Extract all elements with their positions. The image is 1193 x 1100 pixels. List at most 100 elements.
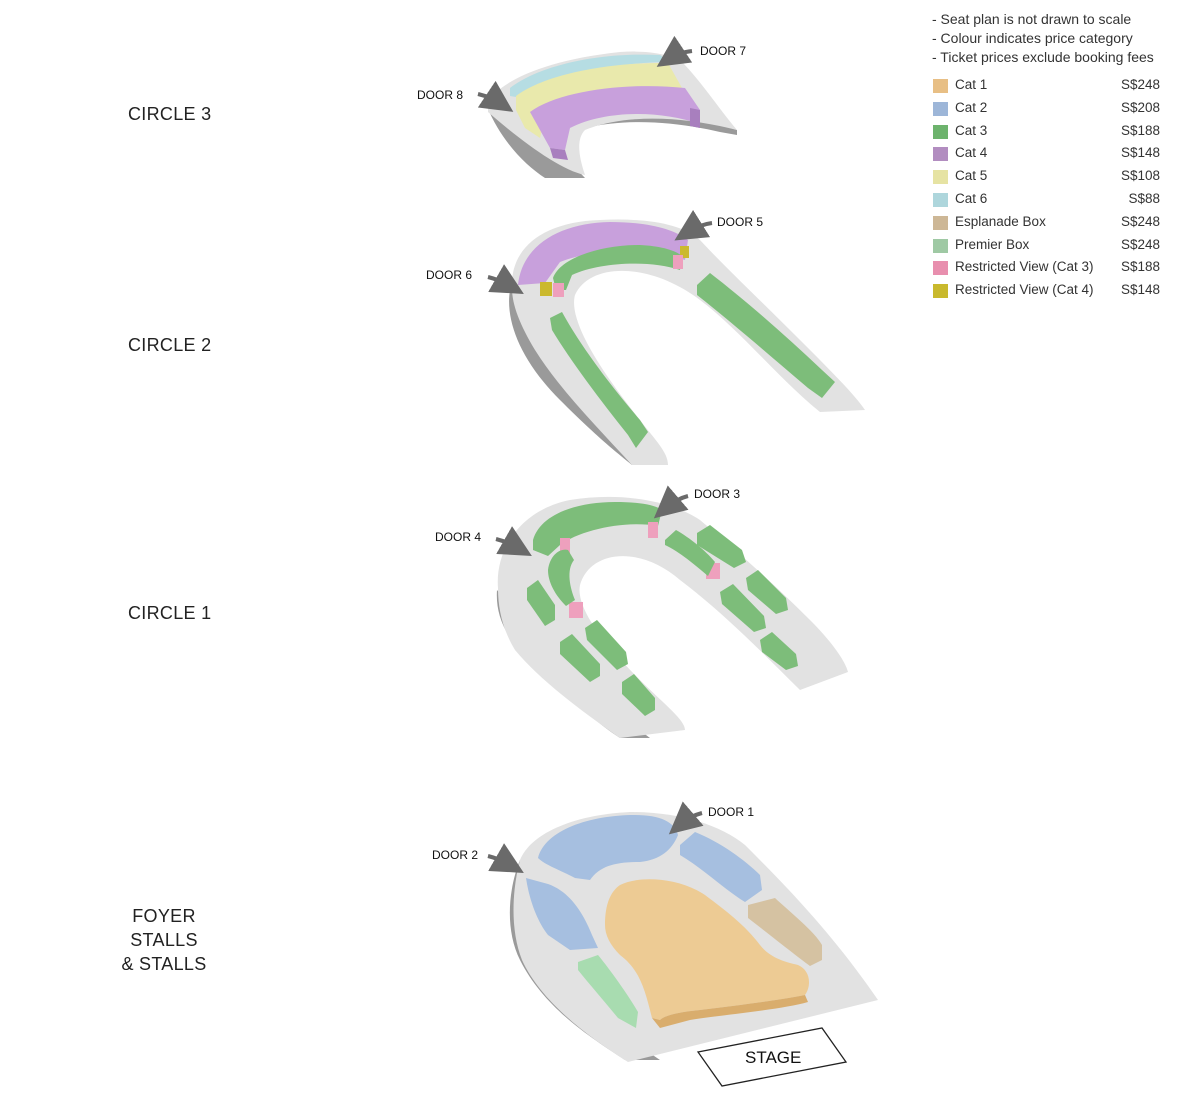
door-7-arrow: [656, 35, 693, 67]
door-6-label: DOOR 6: [426, 268, 473, 282]
level-label-circle-3: CIRCLE 3: [128, 104, 212, 124]
door-arrows: [477, 35, 713, 873]
legend-swatch: [933, 238, 948, 253]
legend-label: Cat 2: [955, 99, 988, 115]
legend-row: Restricted View (Cat 4) S$148: [932, 281, 1162, 304]
legend-label: Cat 3: [955, 122, 988, 138]
circle-1-cat3-block-7: [746, 570, 788, 614]
circle-1-cat3-arc: [533, 502, 662, 556]
door-6-arrow: [487, 264, 524, 294]
door-1-arrow: [668, 801, 704, 835]
circle-1-cat3-block-6: [720, 584, 766, 632]
legend-price: S$248: [1120, 77, 1160, 92]
legend-swatch: [933, 147, 948, 162]
legend-price: S$188: [1120, 259, 1160, 275]
legend-price: S$148: [1120, 282, 1160, 298]
legend-row: Cat 2 S$208: [932, 99, 1162, 122]
note-not-to-scale: - Seat plan is not drawn to scale: [932, 11, 1132, 27]
legend-label: Cat 1: [955, 77, 988, 92]
circle-1-cat3-block-1: [527, 580, 555, 626]
legend-row: Cat 4 S$148: [932, 144, 1162, 167]
price-legend: Cat 1 S$248 Cat 2 S$208 Cat 3 S$188 Cat …: [932, 76, 1162, 304]
circle-3-cat4-side: [550, 108, 700, 160]
circle-3-cat4: [530, 86, 700, 150]
legend-price: S$248: [1120, 213, 1160, 229]
circle-1-cat3-ring-left: [548, 549, 575, 606]
circle-2-restricted-cat3: [553, 283, 564, 297]
circle-2-floor: [511, 219, 865, 465]
stalls-cat1: [605, 879, 810, 1020]
legend-price: S$148: [1120, 145, 1160, 161]
door-8-label: DOOR 8: [417, 88, 464, 102]
door-5-arrow: [674, 209, 713, 241]
legend-swatch: [933, 215, 948, 230]
circle-1-cat3-block-8: [760, 632, 798, 670]
circle-1-cat3-block-5: [697, 525, 746, 568]
circle-1-cat3-block-3: [560, 634, 600, 682]
level-label-stalls-line-1: FOYER STALLS: [130, 906, 198, 950]
stalls-level: STAGE: [509, 812, 878, 1087]
door-2-label: DOOR 2: [432, 848, 479, 862]
circle-2-cat3-arc: [553, 245, 682, 290]
legend-price: S$208: [1120, 99, 1160, 115]
legend-price: S$108: [1120, 168, 1160, 184]
legend-price: S$88: [1128, 190, 1160, 206]
legend-swatch: [933, 124, 948, 139]
circle-2-restricted-cat4: [540, 282, 552, 296]
legend-label: Cat 6: [955, 190, 988, 206]
legend-row: Esplanade Box S$248: [932, 213, 1162, 236]
circle-1-restricted-top: [648, 522, 658, 538]
legend-row: Cat 3 S$188: [932, 122, 1162, 145]
level-label-stalls-line-2: & STALLS: [121, 954, 207, 974]
legend-swatch: [933, 170, 948, 185]
legend-label: Cat 5: [955, 168, 988, 184]
plan-notes: - Seat plan is not drawn to scale - Colo…: [932, 10, 1154, 67]
circle-3-level: [486, 51, 737, 178]
legend-row: Cat 5 S$108: [932, 167, 1162, 190]
note-booking-fees: - Ticket prices exclude booking fees: [932, 49, 1154, 65]
legend-swatch: [933, 192, 948, 207]
stalls-cat1-side: [652, 995, 808, 1028]
legend-label: Restricted View (Cat 4): [955, 282, 1094, 298]
door-3-label: DOOR 3: [694, 487, 741, 501]
legend-swatch: [933, 284, 948, 299]
circle-1-restricted-mid-left: [569, 602, 583, 618]
circle-1-restricted-left: [560, 538, 570, 554]
legend-price: S$188: [1120, 122, 1160, 138]
level-label-circle-2: CIRCLE 2: [128, 335, 212, 355]
legend-row: Premier Box S$248: [932, 236, 1162, 259]
legend-label: Restricted View (Cat 3): [955, 259, 1094, 275]
circle-1-cat3-block-4: [622, 674, 655, 716]
door-2-arrow: [487, 843, 524, 873]
stage-label: STAGE: [745, 1048, 801, 1067]
legend-label: Esplanade Box: [955, 213, 1046, 229]
circle-1-level: [496, 496, 848, 738]
door-7-label: DOOR 7: [700, 44, 747, 58]
door-5-label: DOOR 5: [717, 215, 764, 229]
stalls-premier-box: [578, 955, 638, 1028]
circle-2-cat3-right: [697, 273, 835, 398]
circle-2-restricted-cat4-right: [680, 246, 689, 258]
circle-2-level: [509, 219, 865, 465]
circle-1-cat3-block-2: [585, 620, 628, 670]
circle-2-restricted-cat3-right: [673, 255, 683, 269]
legend-label: Premier Box: [955, 236, 1030, 252]
door-4-arrow: [495, 526, 532, 556]
legend-price: S$248: [1120, 236, 1160, 252]
door-3-arrow: [653, 485, 689, 519]
note-colour-category: - Colour indicates price category: [932, 30, 1133, 46]
circle-1-cat3-ring-right: [665, 530, 715, 576]
circle-2-cat3-left: [550, 312, 648, 448]
circle-3-cat5: [516, 62, 682, 138]
legend-swatch: [933, 261, 948, 276]
circle-1-floor: [497, 496, 848, 738]
legend-row: Cat 1 S$248: [932, 76, 1162, 99]
legend-swatch: [933, 101, 948, 116]
level-label-stalls: FOYER STALLS & STALLS: [100, 904, 228, 976]
stalls-cat2-left: [526, 878, 598, 950]
stage-outline: [696, 1027, 848, 1087]
legend-label: Cat 4: [955, 145, 988, 161]
legend-row: Restricted View (Cat 3) S$188: [932, 258, 1162, 281]
